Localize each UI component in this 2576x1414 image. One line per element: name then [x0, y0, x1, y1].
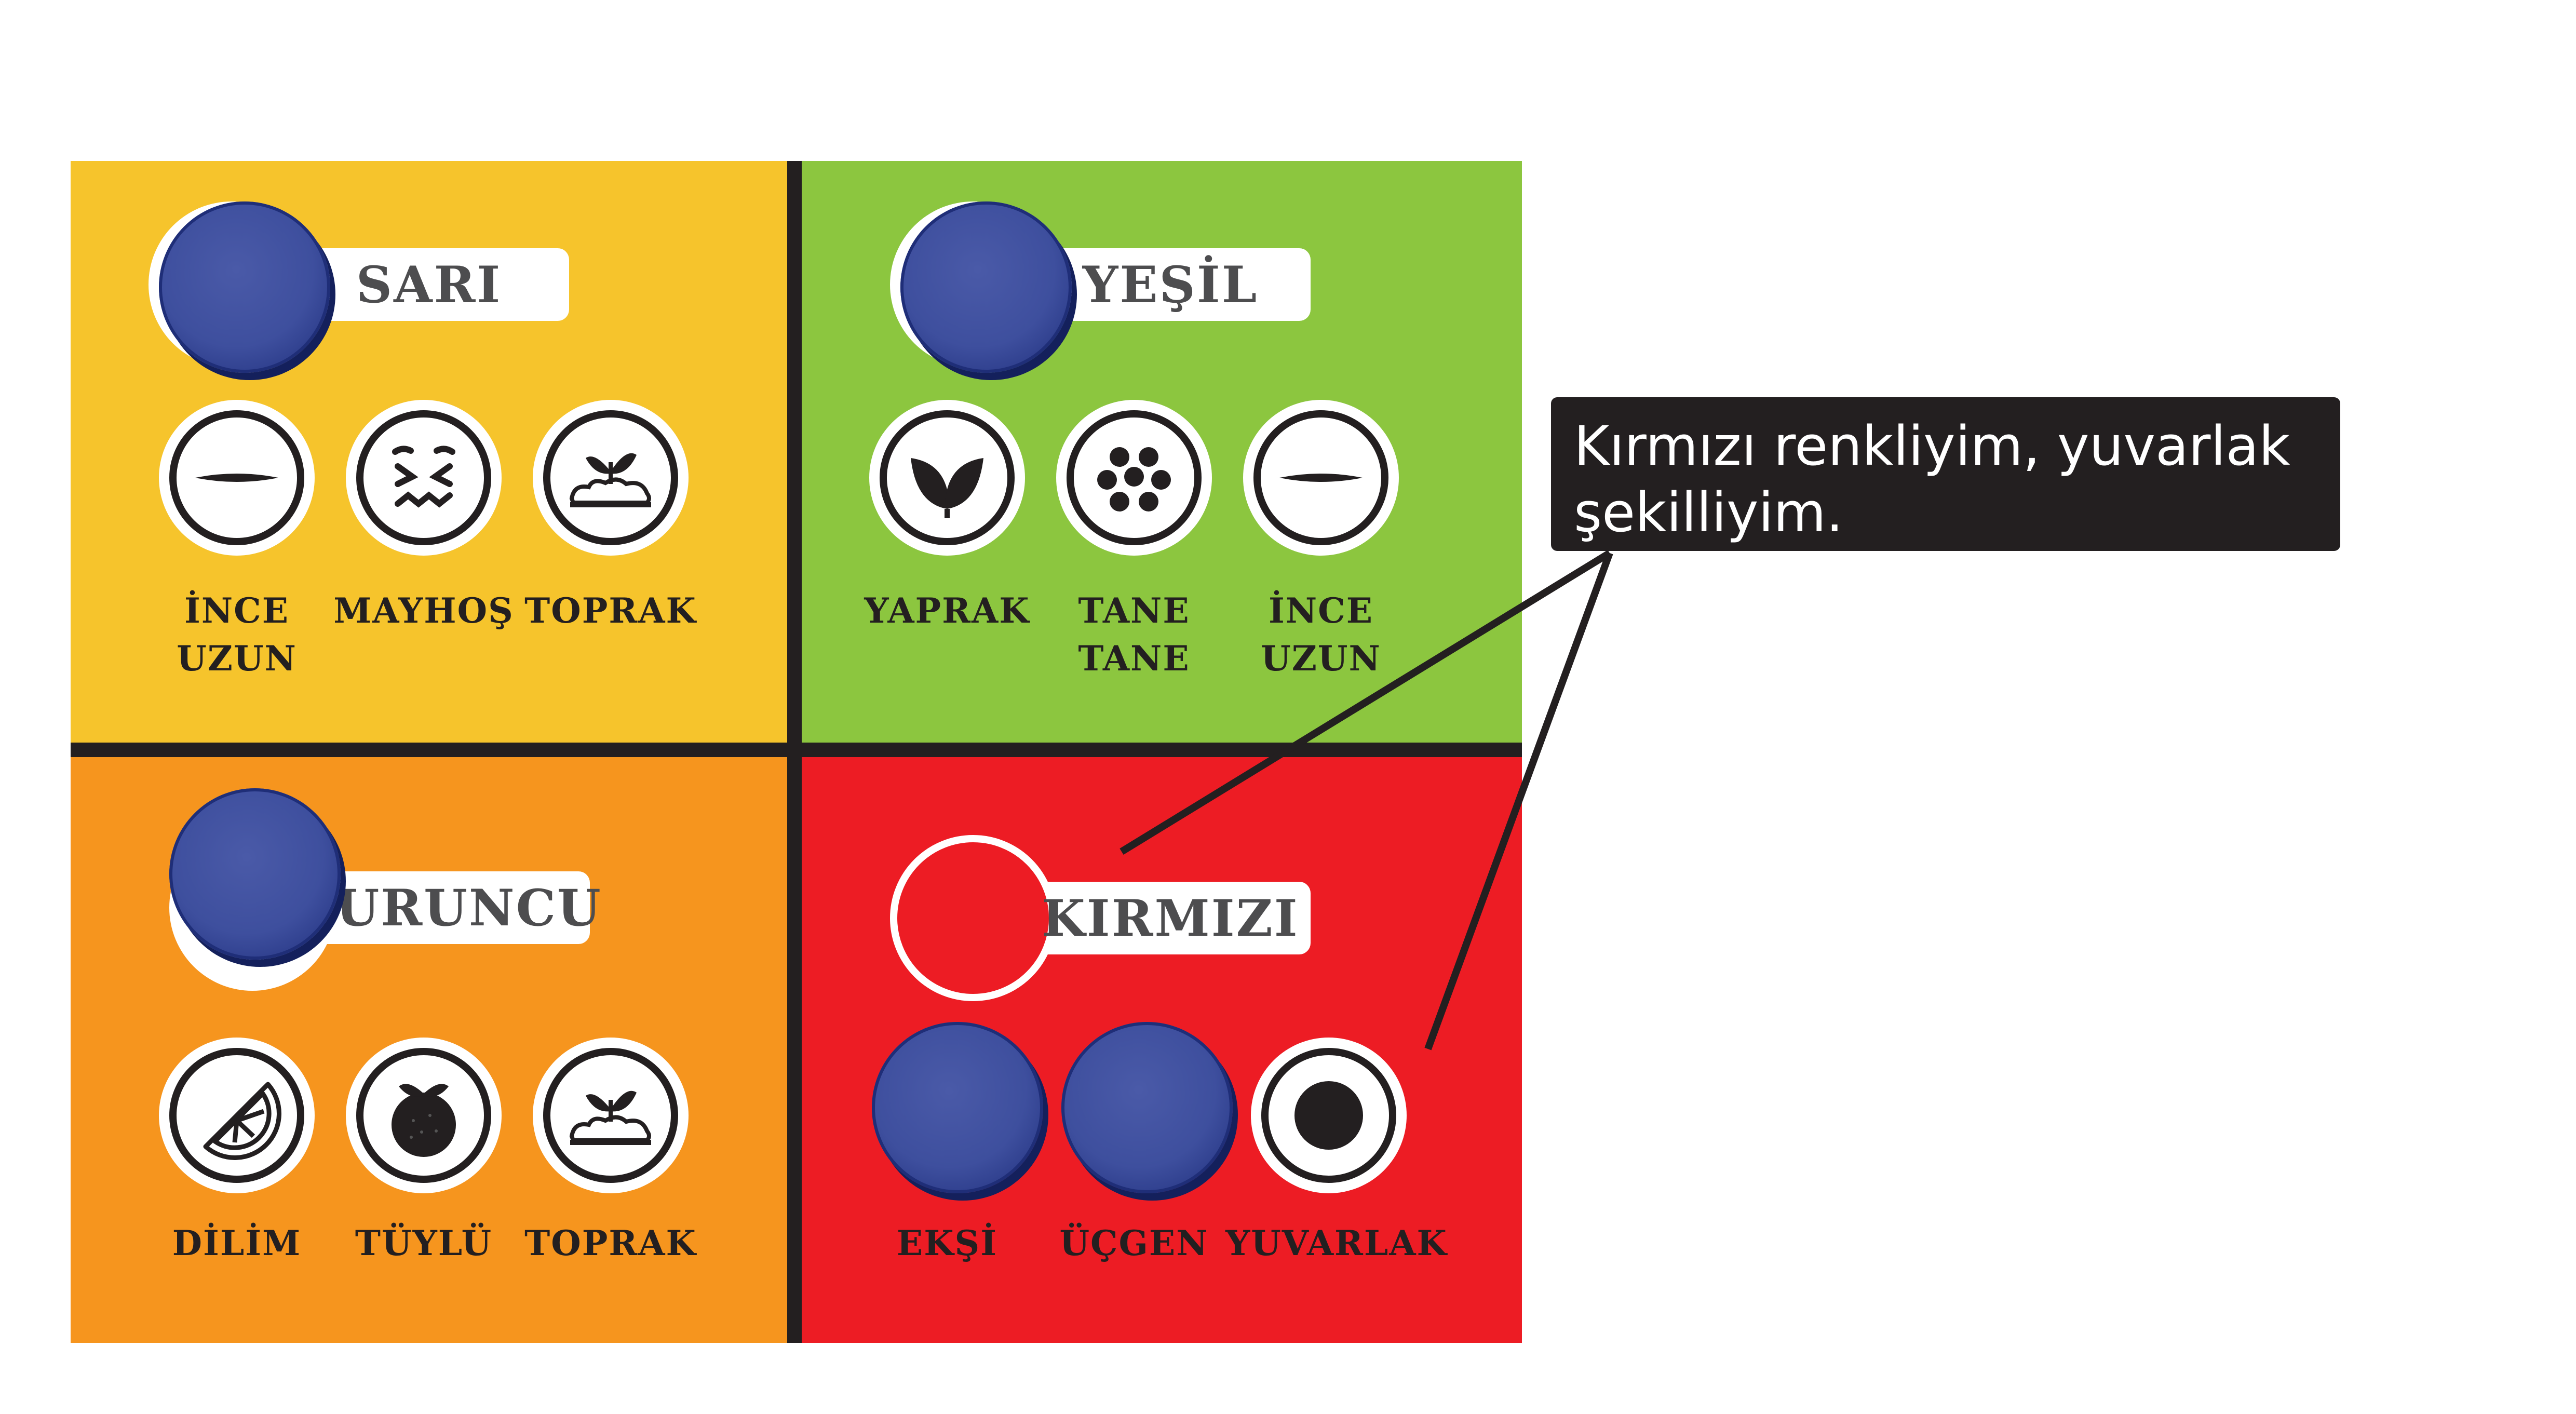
quadrant-yesil: YEŞİL YAPRAK TANE TANE İNCE UZU	[802, 161, 1522, 743]
blue-token[interactable]	[159, 201, 330, 373]
icon-slot[interactable]	[869, 400, 1025, 556]
word-label: İNCE UZUN	[177, 590, 297, 679]
icon-slot[interactable]	[1243, 400, 1399, 556]
color-title-yesil: YEŞİL	[1082, 255, 1259, 314]
word-label: TANE TANE	[1078, 590, 1190, 679]
color-title-sari: SARI	[356, 255, 502, 314]
icon-slot[interactable]	[346, 400, 502, 556]
thin-line-icon	[195, 474, 278, 482]
icon-slot[interactable]	[159, 1038, 315, 1193]
color-title-turuncu: TURUNCU	[297, 878, 602, 937]
quadrant-sari: SARI İNCE UZUN MA	[71, 161, 787, 743]
quadrant-turuncu: TURUNCU	[71, 757, 787, 1343]
word-label: İNCE UZUN	[1261, 590, 1381, 679]
grains-icon	[1097, 447, 1171, 511]
blue-token[interactable]	[900, 201, 1072, 373]
word-label: TÜYLÜ	[355, 1223, 493, 1263]
icon-slot[interactable]	[159, 400, 315, 556]
word-label: TOPRAK	[524, 1223, 697, 1263]
color-title-kirmizi: KIRMIZI	[1042, 888, 1299, 948]
color-tab-kirmizi: KIRMIZI	[890, 835, 1311, 1001]
icon-slot[interactable]	[1056, 400, 1212, 556]
soil-sprout-icon	[569, 453, 651, 507]
word-label: YUVARLAK	[1225, 1223, 1448, 1263]
blue-token[interactable]	[169, 788, 341, 960]
word-label: TOPRAK	[524, 590, 697, 631]
sour-face-icon	[392, 446, 455, 508]
blue-token[interactable]	[1061, 1022, 1233, 1193]
icon-slot[interactable]	[1251, 1038, 1407, 1193]
word-label: ÜÇGEN	[1059, 1223, 1209, 1263]
color-slot-kirmizi-empty[interactable]	[890, 835, 1056, 1001]
quadrant-kirmizi: KIRMIZI EKŞİ ÜÇGEN YUVARLAK	[802, 757, 1522, 1343]
soil-sprout-icon	[569, 1090, 651, 1145]
word-label: MAYHOŞ	[333, 590, 514, 631]
icon-slot[interactable]	[346, 1038, 502, 1193]
leaves-icon	[911, 458, 983, 518]
game-board: SARI İNCE UZUN MA	[71, 161, 1522, 1343]
citrus-slice-icon	[203, 1082, 281, 1160]
blue-token[interactable]	[872, 1022, 1043, 1193]
icon-slot[interactable]	[533, 1038, 689, 1193]
icon-slot[interactable]	[533, 400, 689, 556]
speech-callout: Kırmızı renkliyim, yuvarlak şekilliyim.	[1551, 397, 2340, 551]
round-dot-icon	[1294, 1081, 1363, 1150]
word-label: EKŞİ	[896, 1223, 998, 1263]
fuzzy-fruit-icon	[392, 1084, 456, 1157]
word-label: DİLİM	[172, 1223, 302, 1263]
thin-line-icon	[1279, 474, 1363, 482]
callout-text: Kırmızı renkliyim, yuvarlak şekilliyim.	[1574, 414, 2290, 544]
word-label: YAPRAK	[864, 590, 1030, 631]
